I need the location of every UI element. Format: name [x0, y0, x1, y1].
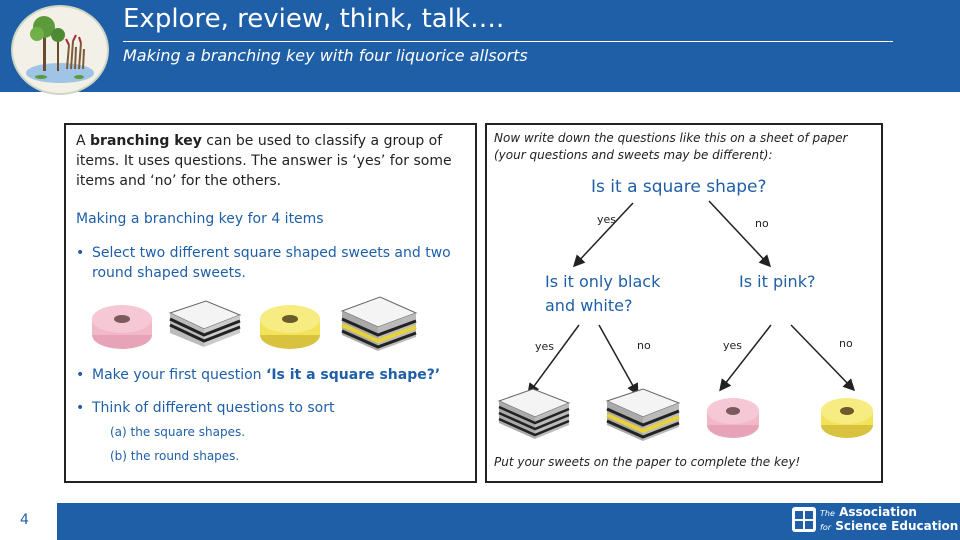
bullet-select-text: Select two different square shaped sweet…	[92, 245, 451, 281]
footer-bar: 4	[0, 503, 960, 540]
left-question-line1: Is it only black	[545, 272, 661, 291]
branch-arrows	[527, 200, 856, 396]
arrow-root-no	[708, 200, 772, 268]
ase-line1: Association	[839, 505, 917, 519]
page-subtitle: Making a branching key with four liquori…	[123, 46, 528, 65]
page-number-box: 4	[0, 503, 57, 540]
header-bar: Explore, review, think, talk…. Making a …	[0, 0, 960, 95]
instructions-panel: A branching key can be used to classify …	[64, 123, 477, 483]
sub-item-round: (b) the round shapes.	[110, 449, 240, 463]
first-question-bold: ‘Is it a square shape?’	[266, 367, 441, 383]
right-intro-text: Now write down the questions like this o…	[494, 131, 848, 162]
root-yes-label: yes	[597, 213, 617, 226]
right-yes-label: yes	[723, 339, 743, 352]
ase-line2: Science Education	[835, 519, 959, 533]
page-title: Explore, review, think, talk….	[123, 4, 505, 34]
ase-the: The	[820, 509, 835, 518]
ase-for: for	[820, 523, 831, 532]
sorted-sweets-row	[497, 388, 873, 441]
page-number: 4	[20, 512, 29, 528]
yellow-layer-square-sweet	[340, 296, 418, 351]
arrow-left-no	[598, 324, 639, 396]
arrow-root-yes	[572, 202, 634, 268]
four-sweets-illustration	[92, 296, 418, 351]
first-question-prefix: Make your first question	[92, 367, 267, 383]
left-no-label: no	[637, 339, 651, 352]
bullet-marker: •	[76, 245, 85, 261]
left-yes-label: yes	[535, 340, 555, 353]
intro-bold-term: branching key	[90, 133, 202, 149]
section-heading: Making a branching key for 4 items	[76, 211, 324, 227]
black-white-square-sweet	[497, 388, 571, 439]
arrow-left-yes	[527, 324, 580, 396]
intro-rest: can be used to classify a group of items…	[76, 133, 452, 189]
right-no-label: no	[839, 337, 853, 350]
bullet-first-question: • Make your first question ‘Is it a squa…	[76, 365, 471, 385]
bullet-first-question-text: Make your first question ‘Is it a square…	[92, 365, 440, 385]
right-footer-text: Put your sweets on the paper to complete…	[494, 455, 801, 469]
bullet-marker: •	[76, 400, 85, 416]
bullet-think-questions: • Think of different questions to sort	[76, 398, 471, 418]
bullet-select-sweets: • Select two different square shaped swe…	[76, 243, 471, 283]
arrow-right-no	[790, 324, 856, 392]
black-white-square-sweet	[168, 300, 242, 347]
pink-round-sweet	[92, 305, 152, 349]
bullet-marker: •	[76, 367, 85, 383]
pond-logo	[11, 5, 109, 95]
bullet-think-text: Think of different questions to sort	[92, 400, 335, 416]
yellow-round-sweet	[821, 398, 873, 438]
ase-logo-text: The Association for Science Education	[820, 506, 958, 534]
intro-paragraph: A branching key can be used to classify …	[76, 131, 471, 191]
ase-logo-icon	[792, 507, 816, 532]
arrow-right-yes	[719, 324, 772, 392]
sub-item-square: (a) the square shapes.	[110, 425, 246, 439]
yellow-round-sweet	[260, 305, 320, 349]
intro-prefix: A	[76, 133, 91, 149]
pink-round-sweet	[707, 398, 759, 438]
left-question-line2: and white?	[545, 296, 633, 315]
pond-illustration	[26, 16, 94, 83]
branching-key-panel: Now write down the questions like this o…	[485, 123, 883, 483]
root-no-label: no	[755, 217, 769, 230]
yellow-layer-square-sweet	[605, 388, 681, 441]
title-divider	[123, 41, 893, 42]
right-question: Is it pink?	[739, 272, 816, 291]
root-question: Is it a square shape?	[591, 177, 767, 197]
